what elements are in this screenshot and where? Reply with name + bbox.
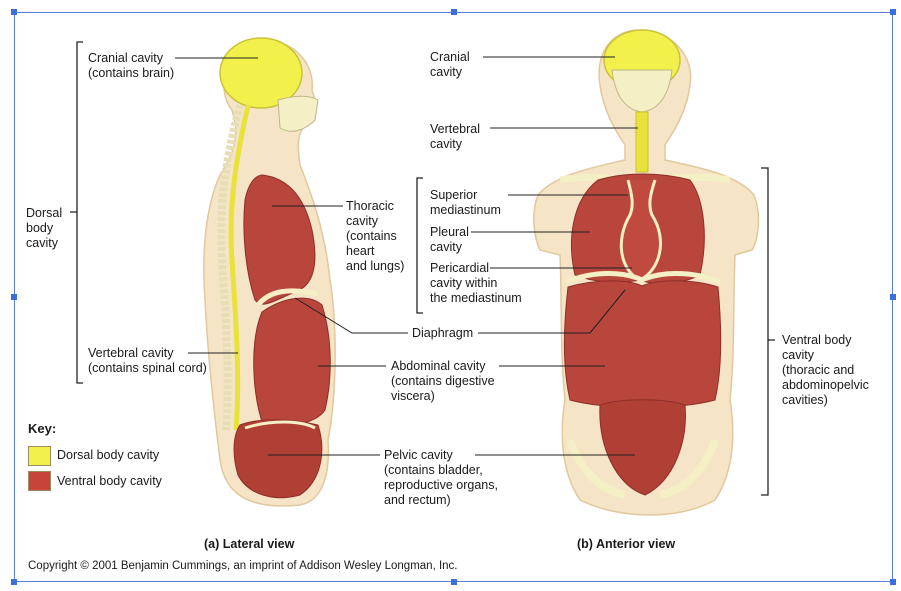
label-vertebral-cavity-lateral: Vertebral cavity (contains spinal cord): [88, 346, 207, 375]
anterior-vertebral-cavity: [635, 111, 649, 173]
lateral-figure: [203, 37, 336, 507]
leader-diaphragm-b: [478, 289, 626, 334]
resize-handle-top-right[interactable]: [890, 9, 896, 15]
lateral-pelvic-cavity: [233, 419, 323, 499]
key-ventral-swatch: [28, 471, 51, 491]
anterior-figure: [533, 29, 760, 516]
copyright-notice: Copyright © 2001 Benjamin Cummings, an i…: [28, 560, 458, 572]
label-diaphragm: Diaphragm: [412, 326, 474, 340]
key-dorsal-label: Dorsal body cavity: [57, 448, 160, 462]
label-ventral-body-cavity: Ventral body cavity (thoracic and abdomi…: [782, 333, 869, 407]
label-thoracic-cavity: Thoracic cavity (contains heart and lung…: [346, 199, 405, 273]
resize-handle-bottom-right[interactable]: [890, 579, 896, 585]
label-cranial-cavity-anterior: Cranial cavity: [430, 50, 470, 79]
lateral-vertebral-column: [217, 103, 244, 431]
resize-handle-left[interactable]: [11, 294, 17, 300]
dorsal-bracket: [70, 41, 83, 384]
lateral-thoracic-cavity: [243, 174, 316, 305]
leader-diaphragm-a: [294, 297, 408, 334]
lateral-cranial-cavity: [219, 37, 303, 109]
label-dorsal-body-cavity: Dorsal body cavity: [26, 206, 63, 250]
label-abdominal-cavity: Abdominal cavity (contains digestive vis…: [391, 359, 495, 403]
caption-lateral-view: (a) Lateral view: [204, 537, 295, 551]
label-pericardial-cavity: Pericardial cavity within the mediastinu…: [430, 261, 522, 305]
key-title: Key:: [28, 421, 57, 436]
thoracic-bracket: [416, 177, 423, 314]
anterior-pelvis-bones: [566, 438, 719, 499]
key-ventral-label: Ventral body cavity: [57, 474, 162, 488]
lateral-spinal-cord: [228, 104, 251, 431]
label-superior-mediastinum: Superior mediastinum: [430, 188, 501, 217]
ventral-bracket: [761, 167, 775, 496]
lateral-diaphragm: [256, 288, 319, 307]
resize-handle-bottom[interactable]: [451, 579, 457, 585]
label-vertebral-cavity-anterior: Vertebral cavity: [430, 122, 481, 151]
label-cranial-cavity-lateral: Cranial cavity (contains brain): [88, 51, 175, 80]
resize-handle-top[interactable]: [451, 9, 457, 15]
anterior-pelvic-cavity: [599, 399, 686, 496]
lateral-abdominal-cavity: [253, 297, 331, 426]
resize-handle-top-left[interactable]: [11, 9, 17, 15]
lateral-face-skull: [277, 95, 319, 132]
resize-handle-right[interactable]: [890, 294, 896, 300]
caption-anterior-view: (b) Anterior view: [577, 537, 676, 551]
anterior-diaphragm: [565, 271, 721, 285]
label-pelvic-cavity: Pelvic cavity (contains bladder, reprodu…: [384, 448, 498, 507]
key-dorsal-swatch: [28, 446, 51, 466]
anterior-abdominal-cavity: [563, 280, 722, 408]
leader-lines: [175, 56, 638, 456]
resize-handle-bottom-left[interactable]: [11, 579, 17, 585]
label-pleural-cavity: Pleural cavity: [430, 225, 469, 254]
